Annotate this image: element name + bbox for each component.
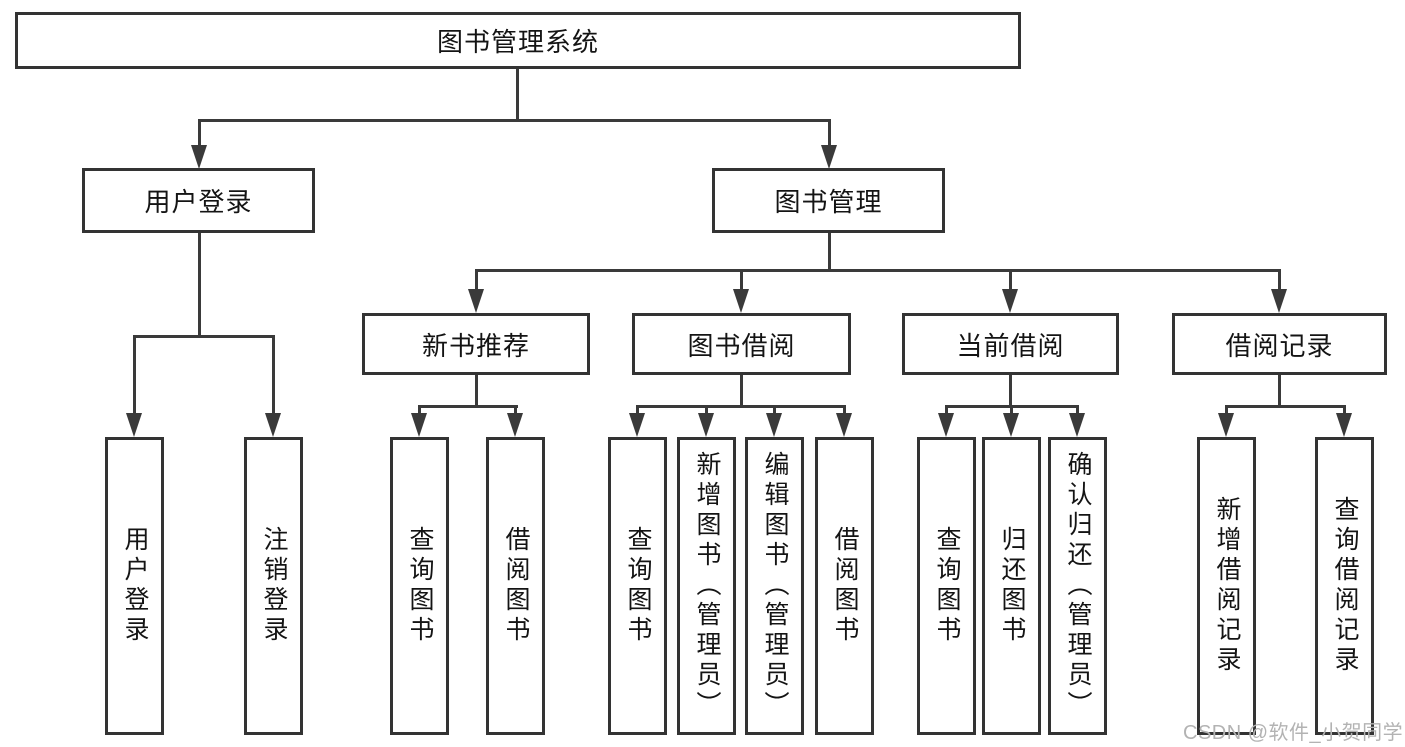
node-borrow-record-label: 借阅记录 [1225, 330, 1334, 361]
arrow-down-icon [507, 413, 523, 437]
connector-to-user-login [198, 119, 201, 147]
leaf-logout-label: 注销登录 [260, 526, 288, 646]
connector-to-current-borrow [1009, 269, 1012, 291]
node-root-label: 图书管理系统 [436, 27, 599, 57]
leaf-borrow-borrow-books: 借阅图书 [815, 437, 874, 735]
node-user-login-label: 用户登录 [144, 187, 253, 217]
arrow-down-icon [1002, 289, 1018, 313]
node-new-book-recommend: 新书推荐 [362, 313, 590, 375]
connector-current-borrow-stem [1009, 375, 1012, 408]
arrow-down-icon [821, 145, 837, 169]
arrow-down-icon [629, 413, 645, 437]
node-book-management: 图书管理 [712, 168, 945, 233]
leaf-borrow-add-books-admin: 新增图书（管理员） [677, 437, 736, 735]
leaf-logout: 注销登录 [244, 437, 303, 735]
leaf-recommend-borrow-books-label: 借阅图书 [502, 526, 530, 646]
leaf-borrow-add-books-admin-label: 新增图书（管理员） [693, 451, 721, 721]
leaf-record-add-borrow-record-label: 新增借阅记录 [1213, 496, 1241, 676]
connector-to-leaf [1076, 405, 1079, 417]
node-borrow-record: 借阅记录 [1172, 313, 1387, 375]
arrow-down-icon [1271, 289, 1287, 313]
connector-to-book-management [828, 119, 831, 147]
connector-borrow-record-bus [1225, 405, 1346, 408]
arrow-down-icon [191, 145, 207, 169]
connector-to-borrow-record [1278, 269, 1281, 291]
leaf-borrow-edit-books-admin: 编辑图书（管理员） [745, 437, 804, 735]
arrow-down-icon [1336, 413, 1352, 437]
leaf-recommend-borrow-books: 借阅图书 [486, 437, 545, 735]
node-book-management-label: 图书管理 [774, 187, 883, 217]
arrow-down-icon [836, 413, 852, 437]
connector-to-leaf [705, 405, 708, 417]
node-root: 图书管理系统 [15, 12, 1021, 69]
node-book-borrow: 图书借阅 [632, 313, 851, 375]
node-current-borrow: 当前借阅 [902, 313, 1119, 375]
connector-user-login-stem [198, 233, 201, 338]
arrow-down-icon [733, 289, 749, 313]
leaf-borrow-query-books-label: 查询图书 [624, 526, 652, 646]
arrow-down-icon [1003, 413, 1019, 437]
csdn-watermark: CSDN @软件_小贺同学 [1183, 722, 1404, 744]
connector-new-book-recommend-bus [418, 405, 518, 408]
connector-to-leaf [514, 405, 517, 417]
leaf-record-query-borrow-record-label: 查询借阅记录 [1331, 496, 1359, 676]
connector-to-leaf [843, 405, 846, 417]
connector-to-leaf [773, 405, 776, 417]
leaf-user-login: 用户登录 [105, 437, 164, 735]
arrow-down-icon [1218, 413, 1234, 437]
leaf-current-query-books-label: 查询图书 [933, 526, 961, 646]
connector-to-new-book-recommend [475, 269, 478, 291]
connector-to-leaf-logout [272, 335, 275, 415]
arrow-down-icon [265, 413, 281, 437]
leaf-borrow-borrow-books-label: 借阅图书 [831, 526, 859, 646]
connector-to-leaf [418, 405, 421, 417]
arrow-down-icon [698, 413, 714, 437]
arrow-down-icon [1069, 413, 1085, 437]
arrow-down-icon [126, 413, 142, 437]
node-user-login: 用户登录 [82, 168, 315, 233]
leaf-current-confirm-return-admin-label: 确认归还（管理员） [1064, 451, 1092, 721]
arrow-down-icon [766, 413, 782, 437]
arrow-down-icon [468, 289, 484, 313]
connector-to-leaf [1010, 405, 1013, 417]
leaf-borrow-query-books: 查询图书 [608, 437, 667, 735]
connector-book-management-bus [475, 269, 1281, 272]
node-current-borrow-label: 当前借阅 [956, 330, 1065, 361]
connector-to-book-borrow [740, 269, 743, 291]
connector-to-leaf [945, 405, 948, 417]
connector-root-stem [516, 69, 519, 121]
arrow-down-icon [938, 413, 954, 437]
leaf-user-login-label: 用户登录 [121, 526, 149, 646]
connector-to-leaf-user-login [133, 335, 136, 415]
leaf-borrow-edit-books-admin-label: 编辑图书（管理员） [761, 451, 789, 721]
leaf-current-confirm-return-admin: 确认归还（管理员） [1048, 437, 1107, 735]
connector-to-leaf [1343, 405, 1346, 417]
leaf-current-return-books-label: 归还图书 [998, 526, 1026, 646]
leaf-current-query-books: 查询图书 [917, 437, 976, 735]
leaf-recommend-query-books-label: 查询图书 [406, 526, 434, 646]
connector-book-management-stem [828, 233, 831, 272]
leaf-record-query-borrow-record: 查询借阅记录 [1315, 437, 1374, 735]
connector-new-book-recommend-stem [475, 375, 478, 408]
connector-to-leaf [1225, 405, 1228, 417]
connector-borrow-record-stem [1278, 375, 1281, 408]
leaf-record-add-borrow-record: 新增借阅记录 [1197, 437, 1256, 735]
node-book-borrow-label: 图书借阅 [687, 330, 796, 361]
arrow-down-icon [411, 413, 427, 437]
connector-user-login-bus [133, 335, 275, 338]
connector-book-borrow-bus [636, 405, 846, 408]
connector-book-borrow-stem [740, 375, 743, 408]
leaf-current-return-books: 归还图书 [982, 437, 1041, 735]
node-new-book-recommend-label: 新书推荐 [421, 330, 530, 361]
connector-to-leaf [636, 405, 639, 417]
leaf-recommend-query-books: 查询图书 [390, 437, 449, 735]
connector-root-bus [198, 119, 831, 122]
